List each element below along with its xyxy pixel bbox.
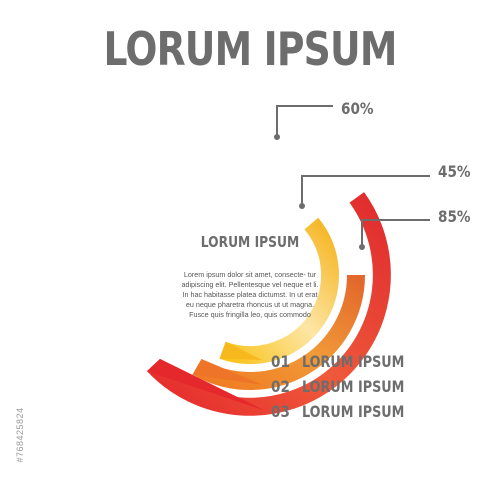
center-title: LORUM IPSUM <box>200 233 300 251</box>
legend-label-2: LORUM IPSUM <box>302 379 404 397</box>
legend-label-3: LORUM IPSUM <box>302 404 404 422</box>
ring-outer <box>146 192 391 416</box>
ring-middle-arrow <box>192 359 263 385</box>
ring-inner <box>219 217 340 365</box>
ring-outer-arrow <box>146 358 266 411</box>
callout-line-outer <box>276 105 333 137</box>
value-label-outer: 60% <box>341 100 374 118</box>
value-label-inner: 85% <box>438 208 471 226</box>
callout-line-middle <box>301 175 430 206</box>
value-label-middle: 45% <box>438 163 471 181</box>
callout-line-inner <box>361 219 430 247</box>
callout-dot-middle <box>299 203 305 209</box>
callout-dot-outer <box>274 134 280 140</box>
center-body-text: Lorem ipsum dolor sit amet, consecte- tu… <box>181 270 319 319</box>
legend-index-2: 02 <box>271 378 290 396</box>
legend-index-3: 03 <box>271 403 290 421</box>
legend: 01 LORUM IPSUM 02 LORUM IPSUM 03 LORUM I… <box>271 353 404 421</box>
callout-dot-inner <box>359 244 365 250</box>
watermark-id: #768425824 <box>15 407 25 463</box>
chart-title: LORUM IPSUM <box>103 22 397 76</box>
ring-inner-arrow <box>219 341 262 360</box>
legend-label-1: LORUM IPSUM <box>302 354 404 372</box>
legend-index-1: 01 <box>271 353 290 371</box>
